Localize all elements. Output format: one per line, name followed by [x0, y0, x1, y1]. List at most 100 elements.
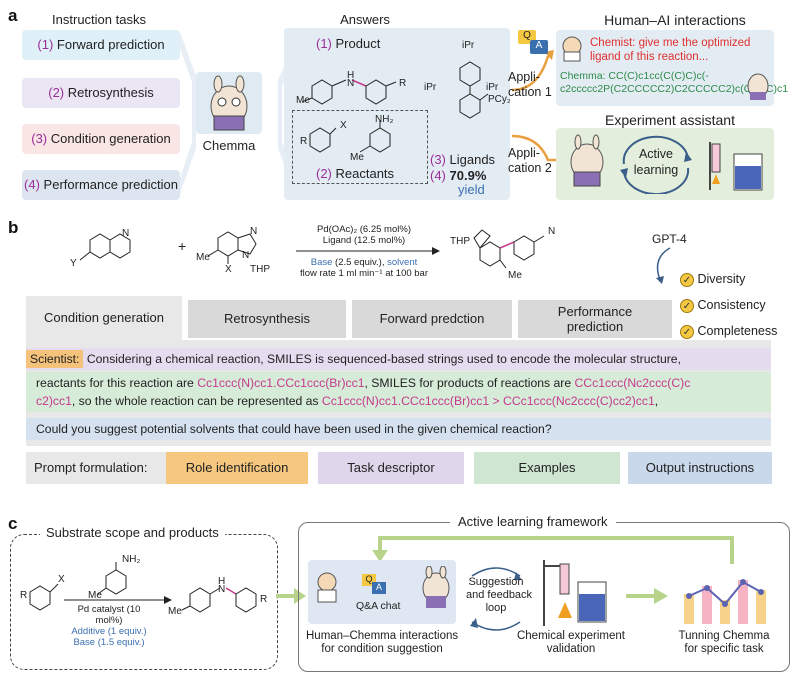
human-ai-header: Human–AI interactions: [604, 12, 746, 28]
pf-examples: Examples: [474, 452, 620, 484]
coupled-product-structure: [473, 229, 545, 269]
task-performance-prediction: (4) Performance prediction: [22, 170, 180, 200]
answers-box: [284, 28, 510, 200]
caption-human-chemma: Human–Chemma interactions for condition …: [306, 630, 459, 655]
reactants-structure: [309, 120, 391, 153]
active-learning-header: Active learning framework: [450, 514, 616, 529]
indazole-x: X: [225, 264, 232, 275]
pf-output-instructions: Output instructions: [628, 452, 772, 484]
reactant-r: R: [300, 136, 308, 147]
scope-r: R: [20, 590, 28, 601]
ligand-pcy2: PCy₂: [488, 94, 511, 105]
qa-chat-label: Q&A chat: [356, 600, 401, 612]
quinoline-n: N: [122, 228, 130, 239]
product-thp: THP: [450, 236, 470, 247]
feedback-loop-label: Suggestion and feedback loop: [466, 576, 533, 614]
gpt4-label: GPT-4: [652, 232, 687, 246]
prompt-formulation-label: Prompt formulation:: [26, 452, 166, 484]
pf-role-identification: Role identification: [166, 452, 308, 484]
indazole-n2: N: [242, 250, 250, 261]
reaction-arrow: [296, 247, 440, 255]
product-n-b: N: [548, 226, 556, 237]
panel-a-letter: a: [8, 6, 18, 25]
yield-label: yield: [458, 182, 485, 197]
task-retrosynthesis: (2) Retrosynthesis: [22, 78, 180, 108]
check-completeness: ✓ Completeness: [680, 318, 777, 344]
feedback-arrow-top: [372, 536, 734, 564]
product-structure: [301, 79, 397, 105]
tab-condition-generation[interactable]: Condition generation: [26, 296, 182, 340]
qa-a-icon: A: [530, 40, 548, 54]
qa-a-icon-c: A: [372, 582, 386, 594]
gpt-checks: ✓ Diversity ✓ Consistency ✓ Completeness: [680, 266, 777, 344]
validation-to-tuning-arrow: [626, 588, 668, 604]
llama-chat-icon: [422, 566, 450, 608]
indazole-structure: [207, 231, 257, 264]
caption-experiment-validation: Chemical experiment validation: [516, 630, 625, 655]
product-r: R: [399, 78, 407, 89]
scope-nh2: NH₂: [122, 554, 141, 565]
panel-c-letter: c: [8, 514, 18, 533]
experiment-validation-icon: [543, 560, 607, 626]
substrate-scope-header: Substrate scope and products: [40, 525, 225, 540]
check-icon: ✓: [680, 298, 694, 313]
ligand-ipr-right: iPr: [486, 82, 499, 93]
scope-product-nh: H N: [218, 576, 226, 595]
quinoline-structure: [79, 233, 131, 261]
prompt-line-1: Scientist: Considering a chemical reacti…: [26, 348, 771, 370]
chemma-label: Chemma: [202, 138, 256, 153]
scope-to-al-arrow: [276, 588, 306, 604]
active-learning-label: Active learning: [633, 147, 679, 177]
pf-task-descriptor: Task descriptor: [318, 452, 464, 484]
reactant-nh2: NH₂: [375, 114, 394, 125]
product-label: (1) Product: [316, 36, 381, 51]
scope-x: X: [58, 574, 65, 585]
tab-forward-prediction[interactable]: Forward predction: [352, 300, 512, 338]
scope-me: Me: [88, 590, 102, 601]
instruction-tasks-header: Instruction tasks: [52, 12, 146, 27]
chemist-message: Chemist: give me the optimized ligand of…: [590, 37, 751, 63]
panel-b-letter: b: [8, 218, 19, 237]
chemma-message: Chemma: CC(C)c1cc(C(C)C)c(-c2ccccc2P(C2C…: [560, 70, 789, 95]
reactants-label: (2) Reactants: [316, 166, 395, 181]
tab-retrosynthesis[interactable]: Retrosynthesis: [188, 300, 346, 338]
chemist-icon: [562, 36, 582, 62]
tab-performance-prediction[interactable]: Performance prediction: [518, 300, 672, 338]
active-learning-cycle: [620, 135, 692, 194]
reactants-box: [292, 110, 428, 184]
check-icon: ✓: [680, 272, 694, 287]
ligand-ipr-top: iPr: [462, 40, 475, 51]
hai-box: [556, 30, 774, 106]
experiment-header: Experiment assistant: [605, 112, 735, 128]
check-consistency: ✓ Consistency: [680, 292, 777, 318]
ligand-structure: [459, 61, 489, 119]
funnel-lines: [180, 32, 296, 198]
check-diversity: ✓ Diversity: [680, 266, 777, 292]
application-1-label: Appli- cation 1: [508, 70, 552, 99]
application-2-label: Appli- cation 2: [508, 146, 552, 175]
answers-header: Answers: [340, 12, 390, 27]
tuning-chart-icon: [684, 579, 766, 624]
indazole-n1: N: [250, 226, 258, 237]
task-condition-generation: (3) Condition generation: [22, 124, 180, 154]
gpt-arrow: [656, 247, 671, 284]
reaction-conditions-2: Base (2.5 equiv.), solvent flow rate 1 m…: [299, 257, 429, 279]
scope-product-me: Me: [168, 606, 182, 617]
product-me: Me: [296, 95, 310, 106]
prompt-line-4: Could you suggest potential solvents tha…: [26, 418, 771, 440]
scientist-icon: [317, 572, 337, 603]
scope-product-r: R: [260, 594, 268, 605]
ligands-label: (3) Ligands: [430, 152, 496, 167]
chemma-avatar-box: [196, 72, 262, 134]
llama-icon: [210, 75, 248, 131]
task-forward-prediction: (1) Forward prediction: [22, 30, 180, 60]
llama-experiment-icon: [570, 134, 604, 187]
lab-equipment-icon: [709, 142, 763, 191]
check-icon: ✓: [680, 324, 694, 339]
quinoline-y: Y: [70, 258, 77, 269]
reactant-x: X: [340, 120, 347, 131]
indazole-me: Me: [196, 252, 210, 263]
yield-value: (4) 70.9%: [430, 168, 487, 183]
indazole-thp: THP: [250, 264, 270, 275]
scientist-label: Scientist:: [26, 350, 84, 368]
